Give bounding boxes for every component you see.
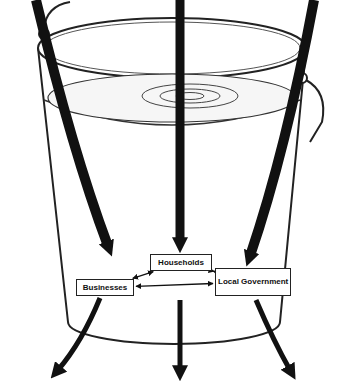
box-label: Local Government: [218, 277, 288, 287]
ripple: [160, 89, 220, 103]
inflow-arrow: [176, 0, 185, 242]
box-text-group: Households: [158, 258, 204, 268]
bucket-rim-inner: [44, 22, 300, 74]
water-surface: [48, 74, 296, 122]
box-label: Businesses: [83, 283, 127, 293]
exchange-arrow: [133, 272, 154, 279]
sector-box: Businesses: [76, 279, 134, 296]
bucket-rim: [38, 18, 306, 78]
box-text-group: Businesses: [83, 283, 127, 293]
box-text-group: Local Government: [218, 277, 288, 287]
outflow-arrow: [256, 300, 290, 370]
outflow-arrow: [58, 298, 100, 370]
sector-box: Local Government: [215, 268, 291, 296]
inflow-arrow: [36, 0, 108, 246]
handle-wire: [44, 2, 70, 29]
exchange-arrow: [136, 283, 213, 286]
handle-wire: [306, 80, 323, 142]
ripple: [142, 84, 238, 108]
inflow-arrow: [250, 0, 314, 256]
sector-box: Households: [150, 254, 212, 271]
outflow-arrow: [178, 300, 183, 370]
box-label: Households: [158, 258, 204, 268]
